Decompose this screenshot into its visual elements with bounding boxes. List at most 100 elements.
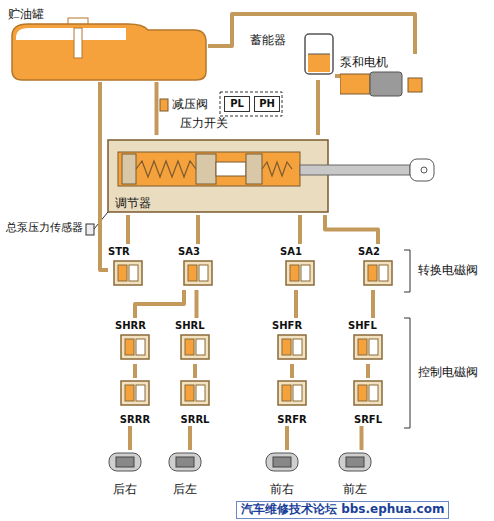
valve-coil <box>136 385 145 401</box>
valve-spool <box>368 265 377 281</box>
valve-spool <box>118 265 127 281</box>
hydraulic-line <box>316 80 320 135</box>
wheel-cylinder: 前右 <box>262 450 302 498</box>
regulator-bore <box>118 152 300 186</box>
node-label: 后左 <box>173 483 197 497</box>
wheel-cylinder: 后右 <box>105 450 145 498</box>
valve-body <box>121 335 149 359</box>
valve-spool <box>185 385 194 401</box>
hydraulic-line <box>366 364 370 378</box>
accumulator-shell <box>305 34 333 74</box>
caliper <box>169 453 201 471</box>
node-label: SRRR <box>120 414 150 426</box>
valve-body <box>364 261 392 285</box>
brake-piston <box>273 457 291 467</box>
brake-piston <box>116 457 134 467</box>
reservoir-body <box>12 24 206 80</box>
part-illustration <box>353 334 383 362</box>
control-solenoid-valve: SRFL <box>348 378 388 426</box>
valve-body <box>354 335 382 359</box>
hydraulic-line <box>133 364 137 378</box>
node-label: SRRL <box>181 414 210 426</box>
valve-coil <box>136 339 145 355</box>
node-label: 贮油罐 <box>8 8 44 22</box>
node-label: 蓄能器 <box>250 34 286 48</box>
valve-seat <box>216 162 246 176</box>
hydraulic-line <box>290 364 294 378</box>
valve-body <box>121 381 149 405</box>
valve-body <box>181 335 209 359</box>
switching-solenoid-valve: SA2 <box>358 244 398 290</box>
part-label: 压力开关 <box>180 117 228 131</box>
part-illustration <box>265 452 299 474</box>
control-solenoid-valve: SHFL <box>348 318 388 364</box>
accumulator: 蓄能器 <box>250 32 335 80</box>
hydraulic-line <box>126 215 130 244</box>
valve-body <box>278 335 306 359</box>
valve-body <box>181 381 209 405</box>
node-label: PH <box>259 98 275 110</box>
wheel-cylinder: 后左 <box>165 450 205 498</box>
valve-spool <box>185 339 194 355</box>
hydraulic-line <box>128 426 132 450</box>
regulator-housing <box>108 140 328 212</box>
valve-coil <box>379 265 388 281</box>
valve-coil <box>369 339 378 355</box>
pressure-sensor-symbol <box>86 224 94 235</box>
hydraulic-line <box>155 82 159 135</box>
valve-coil <box>369 385 378 401</box>
control-solenoid-valve: SRRR <box>115 378 155 426</box>
hydraulic-line <box>335 74 340 78</box>
clevis <box>410 159 434 181</box>
part-illustration <box>277 380 307 408</box>
part-illustration <box>183 260 213 288</box>
spring <box>136 161 196 177</box>
node-label: SRFL <box>354 414 382 426</box>
part-illustration <box>285 260 315 288</box>
hydraulic-line <box>193 364 197 378</box>
valve-spool <box>125 385 134 401</box>
valve-body <box>184 261 212 285</box>
node-label: SHFL <box>348 320 377 332</box>
valve-body <box>114 261 142 285</box>
hydraulic-line <box>298 215 302 244</box>
control-solenoid-valve: SHFR <box>272 318 312 364</box>
part-illustration <box>120 334 150 362</box>
bracket <box>404 318 410 428</box>
switching-solenoid-valve: STR <box>108 244 148 290</box>
node-label: SHFR <box>272 320 302 332</box>
bracket <box>404 250 410 292</box>
part-illustration <box>108 452 142 474</box>
switching-solenoid-valve: SA1 <box>280 244 320 290</box>
node-label: PL <box>230 98 244 110</box>
control-solenoid-valve: SRRL <box>175 378 215 426</box>
control-solenoid-valve: SRFR <box>272 378 312 426</box>
node-label: 前左 <box>343 483 367 497</box>
pump-motor: 泵和电机 <box>340 54 430 98</box>
hydraulic-line <box>196 215 200 244</box>
node-label: SHRR <box>115 320 146 332</box>
push-rod <box>300 165 410 175</box>
brake-piston <box>346 457 364 467</box>
watermark: 汽车维修技术论坛 bbs.ephua.com <box>236 501 449 519</box>
part-illustration <box>277 334 307 362</box>
reservoir: 贮油罐 <box>8 6 208 82</box>
valve-body <box>354 381 382 405</box>
node-label: 泵和电机 <box>340 56 388 70</box>
piston <box>246 154 262 184</box>
node-label: SA3 <box>178 246 200 258</box>
part-illustration <box>180 380 210 408</box>
node-label: SA2 <box>358 246 380 258</box>
accumulator-fluid <box>308 54 330 72</box>
valve-spool <box>358 339 367 355</box>
node-label: SA1 <box>280 246 302 258</box>
part-illustration <box>363 260 393 288</box>
valve-coil <box>199 265 208 281</box>
hydraulic-line <box>371 290 375 318</box>
reducing-valve-symbol <box>160 99 168 111</box>
clevis-pin <box>421 167 427 173</box>
hydraulic-line <box>294 290 298 318</box>
valve-spool <box>290 265 299 281</box>
node-label: 调节器 <box>115 197 151 211</box>
